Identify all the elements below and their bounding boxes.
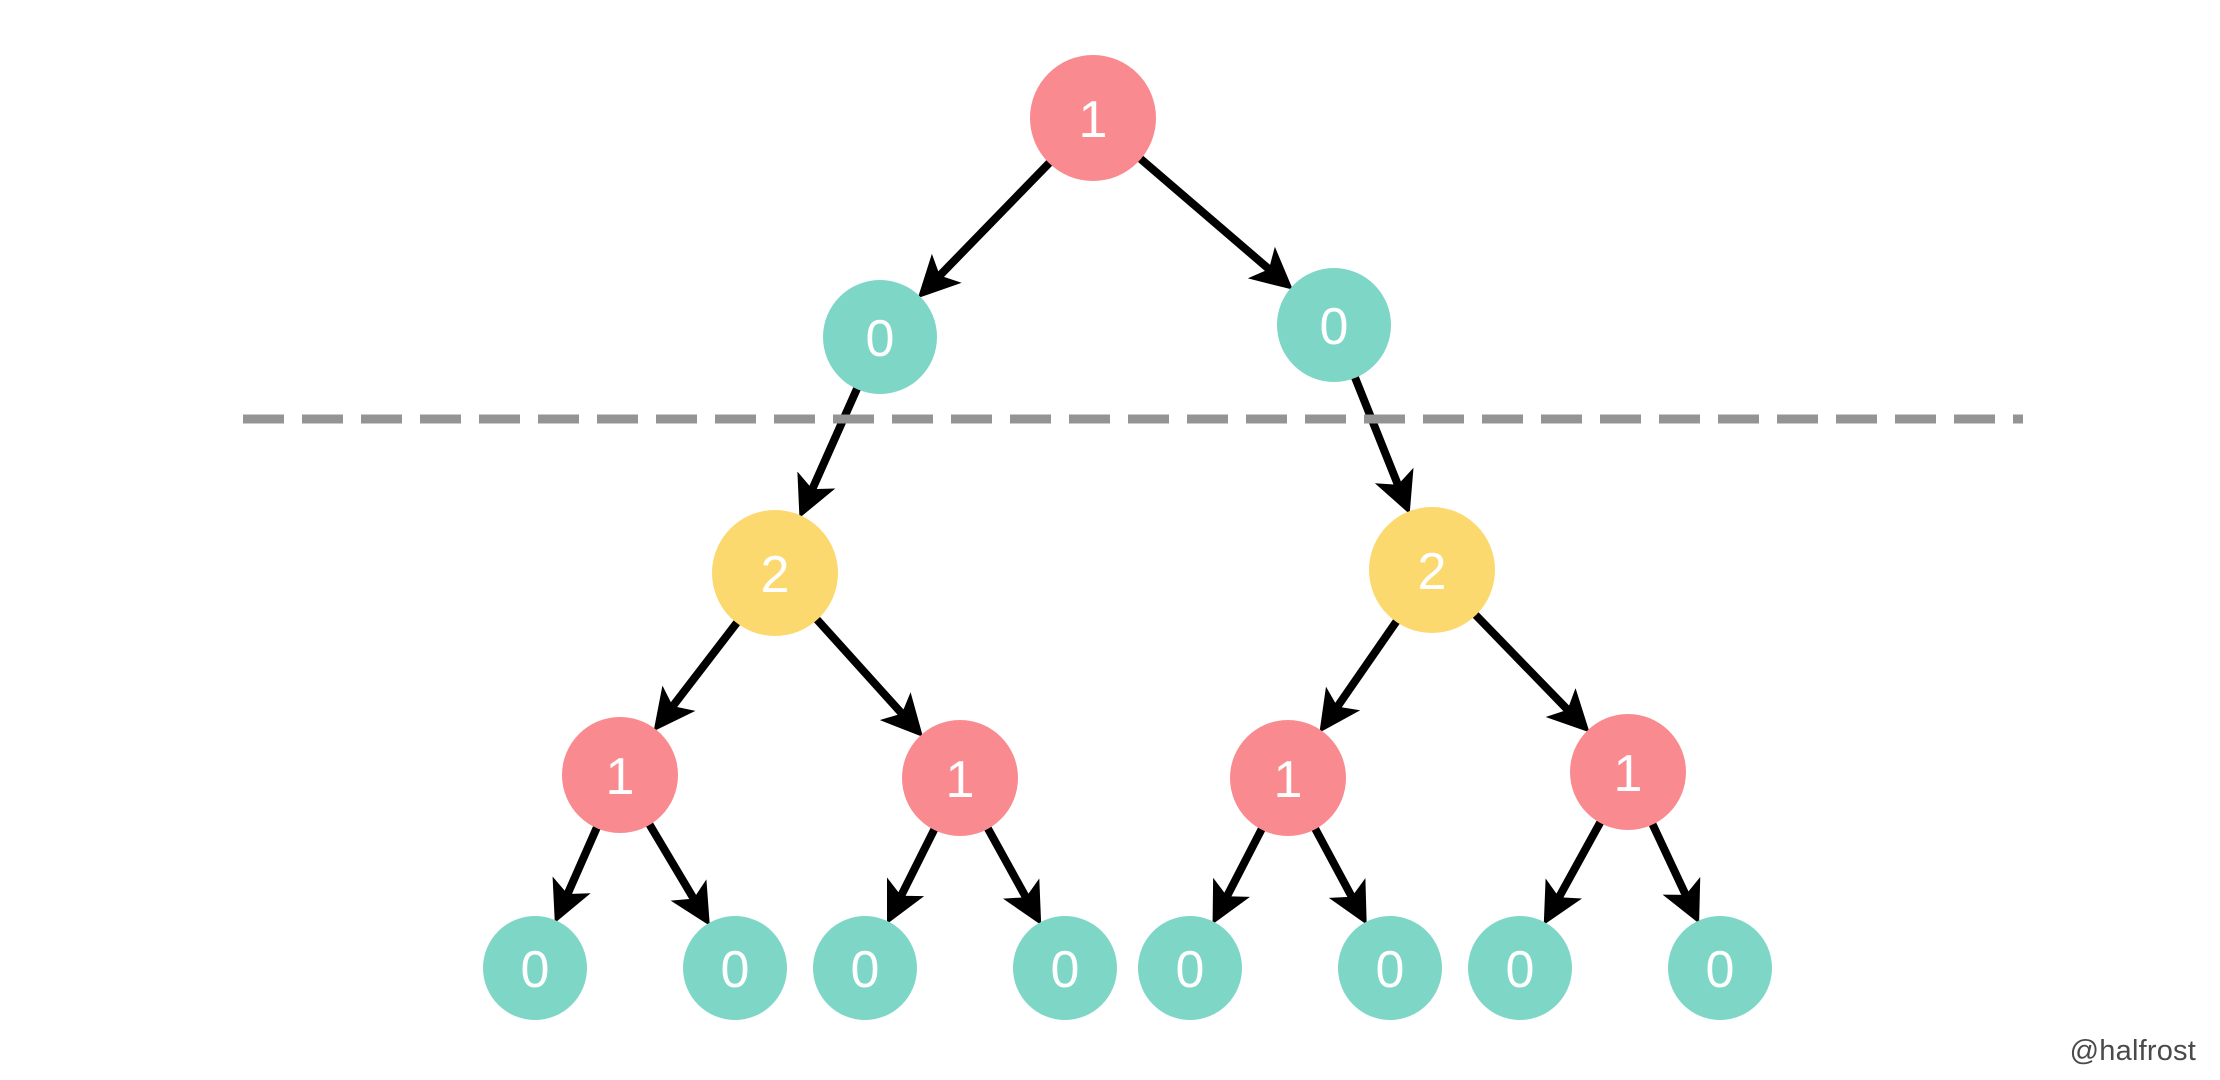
node-circle-teal[interactable] (483, 916, 587, 1020)
node-circle-teal[interactable] (683, 916, 787, 1020)
tree-edge (1648, 821, 1701, 924)
tree-edge (797, 386, 861, 518)
node-circle-yellow[interactable] (712, 510, 838, 636)
tree-edge (653, 619, 741, 732)
tree-edge (917, 159, 1053, 299)
tree-node[interactable]: 2 (712, 510, 838, 636)
tree-edge (1311, 826, 1367, 925)
node-circle-red[interactable] (1570, 714, 1686, 830)
tree-node[interactable]: 1 (902, 720, 1018, 836)
tree-node[interactable]: 0 (1013, 916, 1117, 1020)
tree-node[interactable]: 0 (1668, 916, 1772, 1020)
tree-edge (813, 616, 924, 738)
node-circle-teal[interactable] (823, 280, 937, 394)
node-circle-red[interactable] (562, 717, 678, 833)
tree-node[interactable]: 2 (1369, 507, 1495, 633)
tree-edge (1543, 819, 1604, 925)
tree-node[interactable]: 0 (1138, 916, 1242, 1020)
tree-edge (1212, 826, 1266, 925)
tree-node[interactable]: 0 (1468, 916, 1572, 1020)
node-circle-red[interactable] (1030, 55, 1156, 181)
edge-layer (552, 155, 1701, 926)
tree-node[interactable]: 0 (823, 280, 937, 394)
tree-node[interactable]: 0 (813, 916, 917, 1020)
tree-node[interactable]: 1 (562, 717, 678, 833)
node-circle-teal[interactable] (1338, 916, 1442, 1020)
node-circle-teal[interactable] (1668, 916, 1772, 1020)
tree-edge (1472, 611, 1590, 733)
watermark-halfrost: @halfrost (2069, 1035, 2196, 1067)
node-circle-teal[interactable] (1013, 916, 1117, 1020)
tree-edge (552, 825, 601, 923)
tree-node[interactable]: 0 (683, 916, 787, 1020)
tree-node[interactable]: 1 (1030, 55, 1156, 181)
tree-node[interactable]: 0 (1338, 916, 1442, 1020)
node-circle-teal[interactable] (1277, 268, 1391, 382)
tree-edge (1137, 155, 1293, 290)
tree-edge (887, 827, 939, 924)
tree-edge (645, 821, 710, 926)
node-circle-red[interactable] (1230, 720, 1346, 836)
tree-node[interactable]: 1 (1230, 720, 1346, 836)
node-circle-yellow[interactable] (1369, 507, 1495, 633)
tree-node[interactable]: 0 (1277, 268, 1391, 382)
tree-edge (984, 825, 1042, 925)
tree-node[interactable]: 0 (483, 916, 587, 1020)
tree-edge (1351, 375, 1414, 515)
node-circle-teal[interactable] (1138, 916, 1242, 1020)
node-circle-teal[interactable] (813, 916, 917, 1020)
tree-edge (1319, 618, 1400, 733)
node-circle-teal[interactable] (1468, 916, 1572, 1020)
node-circle-red[interactable] (902, 720, 1018, 836)
tree-node[interactable]: 1 (1570, 714, 1686, 830)
